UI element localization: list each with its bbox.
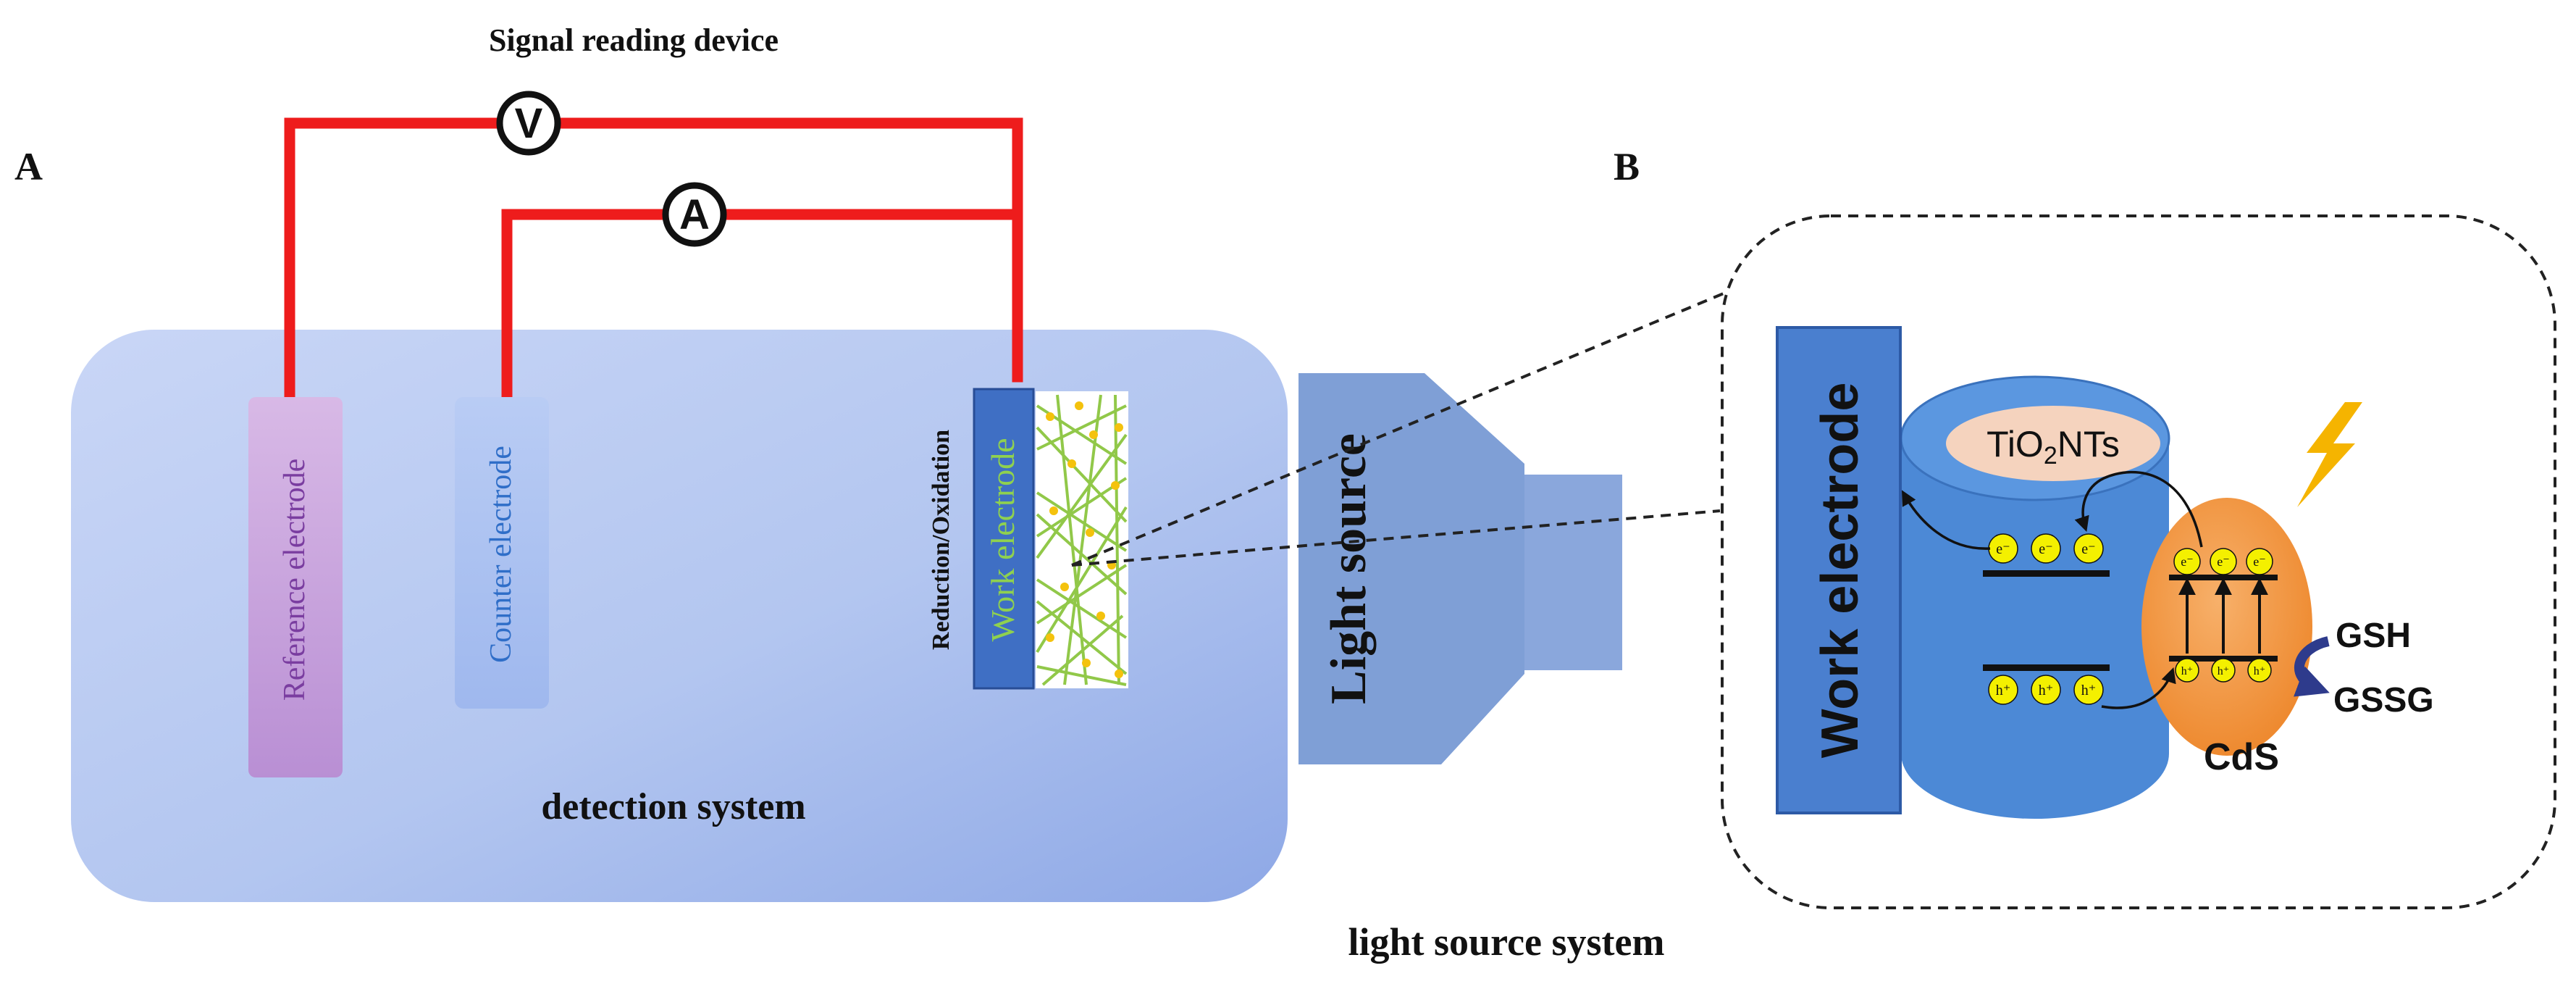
hole-label: h⁺ [2218, 665, 2229, 677]
hole-label: h⁺ [2181, 665, 2193, 677]
reaction-label: Reduction/Oxidation [928, 430, 955, 650]
electron-label: e⁻ [2081, 541, 2095, 557]
counter-electrode-label: Counter electrode [484, 446, 518, 663]
tio2-electrons: e⁻ e⁻ e⁻ [1996, 541, 2095, 557]
cds-valence-band [2169, 656, 2278, 683]
work-electrode-a-label: Work electrode [984, 438, 1021, 641]
panel-a-letter: A [14, 145, 43, 188]
gsh-oxidation-arrow [2293, 636, 2330, 697]
hole-label: h⁺ [1996, 683, 2011, 698]
cds-particle [2141, 498, 2312, 756]
light-source [1299, 373, 1622, 764]
reference-electrode [248, 397, 343, 777]
counter-electrode [455, 397, 549, 709]
electron-label: e⁻ [2217, 554, 2230, 569]
tio2-label: TiO2NTs [1986, 424, 2120, 470]
nanotube-mesh [1036, 391, 1128, 688]
light-source-label: Light source [1321, 433, 1377, 704]
work-electrode-a [973, 388, 1035, 690]
tio2-conduction-band [1983, 533, 2110, 577]
hole-label: h⁺ [2039, 683, 2054, 698]
voltmeter-symbol: V [515, 100, 543, 147]
electron-label: e⁻ [1996, 541, 2010, 557]
hole-label: h⁺ [2254, 665, 2265, 677]
electron-label: e⁻ [2181, 554, 2194, 569]
reference-electrode-label: Reference electrode [278, 459, 311, 701]
electron-label: e⁻ [2253, 554, 2266, 569]
voltmeter: V [496, 91, 561, 156]
tio2-holes: h⁺ h⁺ h⁺ [1996, 683, 2097, 698]
cds-electrons: e⁻ e⁻ e⁻ [2181, 554, 2266, 569]
light-source-system-label: light source system [1348, 920, 1665, 964]
zoom-lines [1071, 292, 1724, 567]
cds-label: CdS [2204, 736, 2279, 778]
work-electrode-b [1776, 326, 1902, 814]
tio2-valence-band [1983, 664, 2110, 705]
panel-b-letter: B [1614, 145, 1640, 188]
tio2-label-subscript: 2 [2044, 442, 2057, 470]
gsh-label: GSH [2336, 617, 2411, 655]
circuit-wires [284, 117, 1023, 401]
gssg-label: GSSG [2333, 681, 2434, 719]
ammeter: A [662, 182, 727, 247]
signal-device-title: Signal reading device [489, 22, 779, 58]
detection-system-label: detection system [541, 786, 805, 827]
cds-holes: h⁺ h⁺ h⁺ [2181, 665, 2265, 677]
excitation-arrows [2178, 577, 2268, 654]
zoom-frame [1721, 214, 2556, 909]
cds-conduction-band [2169, 548, 2278, 580]
tio2-label-prefix: TiO [1986, 424, 2044, 464]
ammeter-symbol: A [679, 191, 710, 238]
tio2-label-pill [1946, 406, 2160, 481]
hole-label: h⁺ [2081, 683, 2097, 698]
electron-label: e⁻ [2039, 541, 2052, 557]
electron-transfer-arrows [1901, 470, 2203, 709]
lightning-icon [2297, 402, 2362, 507]
work-electrode-b-label: Work electrode [1811, 383, 1869, 759]
tio2-label-suffix: NTs [2057, 424, 2120, 464]
